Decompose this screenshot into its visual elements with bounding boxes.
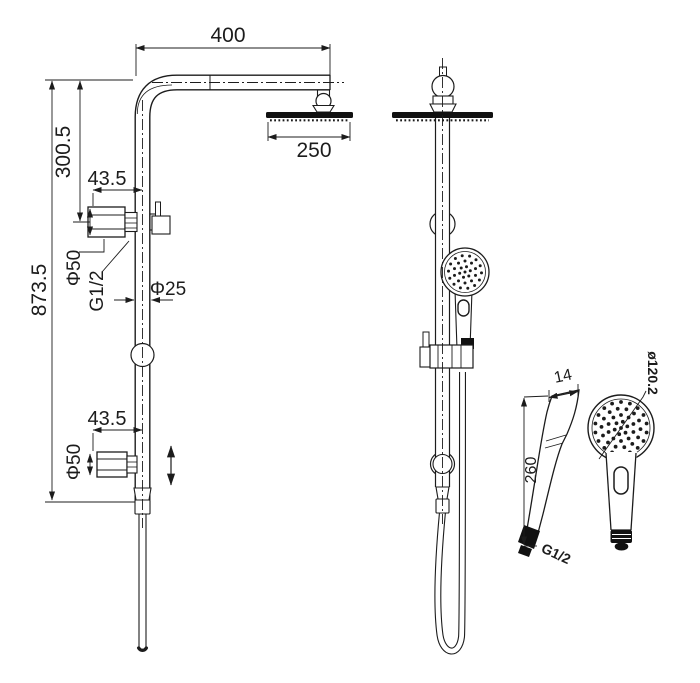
label-handset-head-diameter: ø120.2 <box>645 351 661 395</box>
hose-outlet-side <box>133 487 152 652</box>
dimensions-side-view <box>45 44 351 503</box>
rail-pipe-front <box>434 118 451 487</box>
top-wall-bracket <box>87 201 171 238</box>
dim-handset-head-thickness: 14 <box>553 366 574 386</box>
dim-total-height: 873.5 <box>28 264 51 317</box>
diameter-leader <box>598 390 647 460</box>
overhead-shower-side <box>266 89 353 122</box>
overhead-shower-front <box>392 66 493 122</box>
hose-tip <box>137 646 148 652</box>
bracket-pin <box>422 331 430 348</box>
label-bottom-flange-diameter: Φ50 <box>64 444 85 480</box>
label-top-thread: G1/2 <box>87 270 108 311</box>
handset-mode-button-detail <box>613 466 629 495</box>
diverter-body <box>151 215 171 235</box>
overhead-plate <box>266 112 353 118</box>
handset-detail-side <box>518 384 580 557</box>
cradle-bracket <box>419 331 474 369</box>
handset-detail-front <box>587 390 655 551</box>
handset-side-outline <box>526 389 580 534</box>
dim-arm-length: 400 <box>210 24 245 47</box>
dim-overhead-diameter: 250 <box>296 139 331 162</box>
side-view <box>87 74 353 652</box>
bottom-wall-bracket <box>96 451 138 478</box>
handset-nozzles <box>447 254 483 290</box>
dim-bottom-bracket-offset: 43.5 <box>88 408 127 430</box>
handset-mode-button <box>457 299 470 317</box>
dim-upper-height: 300.5 <box>52 126 75 179</box>
handset-hose-nut <box>461 338 474 349</box>
dim-handset-length: 260 <box>523 457 540 484</box>
label-top-flange-diameter: Φ50 <box>64 250 85 286</box>
ball-joint-front <box>431 74 455 99</box>
dimension-texts: 400 250 300.5 873.5 43.5 43.5 Φ50 G1/2 Φ… <box>28 24 661 567</box>
handset-connector-detail <box>610 530 632 543</box>
front-view <box>392 58 493 655</box>
dim-top-bracket-offset: 43.5 <box>88 168 127 190</box>
hose-front <box>434 371 466 655</box>
label-handset-thread: G1/2 <box>539 540 573 567</box>
label-rail-diameter: Φ25 <box>150 279 186 300</box>
diverter-pin <box>155 201 161 217</box>
handset-front <box>440 247 490 350</box>
